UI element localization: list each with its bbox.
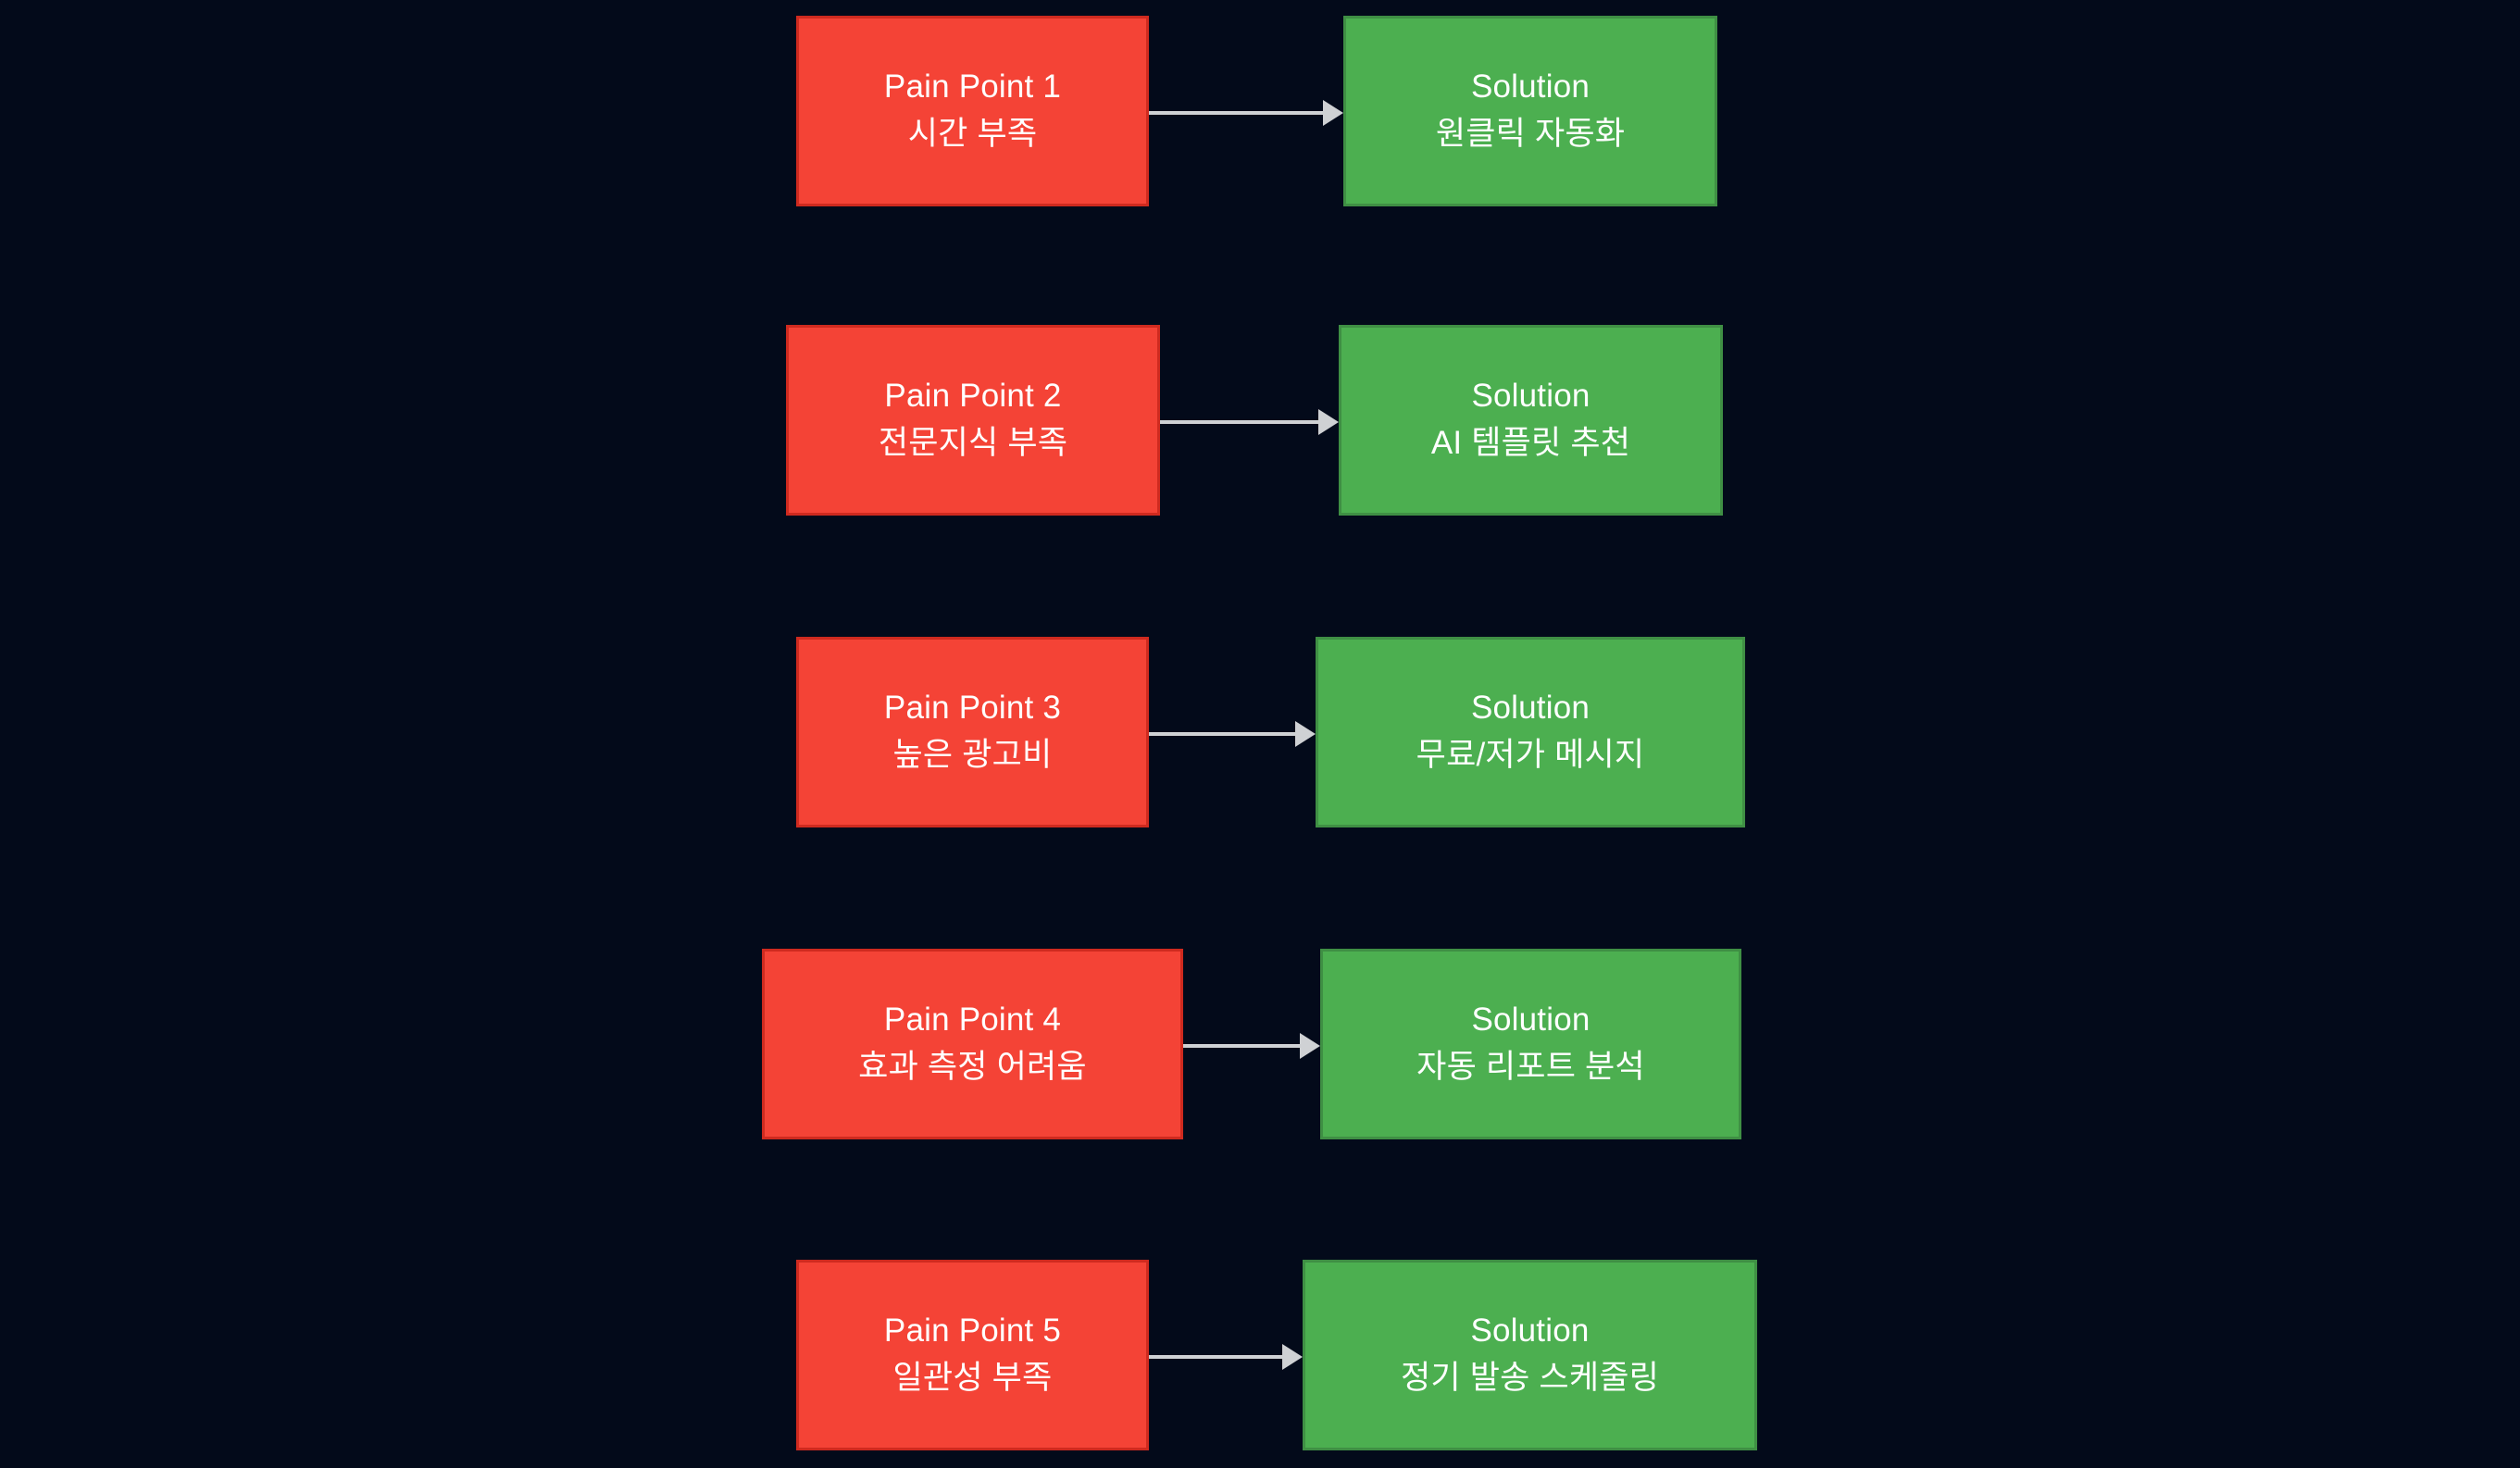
pain-point-detail-3: 높은 광고비 — [892, 737, 1053, 773]
solution-node-5[interactable]: Solution 정기 발송 스케줄링 — [1303, 1260, 1757, 1450]
solution-title-1: Solution — [1470, 68, 1591, 106]
pain-point-node-2[interactable]: Pain Point 2 전문지식 부족 — [786, 325, 1160, 516]
pain-point-detail-1: 시간 부족 — [907, 116, 1038, 152]
pain-point-detail-2: 전문지식 부족 — [878, 425, 1068, 461]
pain-point-title-5: Pain Point 5 — [883, 1312, 1062, 1350]
arrow-shaft-4 — [1183, 1044, 1300, 1048]
arrow-shaft-2 — [1160, 420, 1318, 424]
solution-detail-1: 원클릭 자동화 — [1435, 116, 1626, 152]
pain-point-title-1: Pain Point 1 — [883, 68, 1062, 106]
solution-node-1[interactable]: Solution 원클릭 자동화 — [1343, 16, 1717, 206]
arrow-head-2 — [1318, 409, 1339, 435]
solution-detail-4: 자동 리포트 분석 — [1416, 1049, 1645, 1085]
arrow-shaft-3 — [1149, 732, 1295, 736]
pain-point-node-1[interactable]: Pain Point 1 시간 부족 — [796, 16, 1149, 206]
pain-point-title-3: Pain Point 3 — [883, 690, 1062, 727]
pain-point-node-3[interactable]: Pain Point 3 높은 광고비 — [796, 637, 1149, 827]
pain-point-node-4[interactable]: Pain Point 4 효과 측정 어려움 — [762, 949, 1183, 1139]
solution-title-2: Solution — [1471, 378, 1591, 415]
arrow-head-4 — [1300, 1033, 1320, 1059]
pain-point-title-2: Pain Point 2 — [884, 378, 1062, 415]
solution-detail-2: AI 템플릿 추천 — [1430, 425, 1631, 461]
pain-point-detail-4: 효과 측정 어려움 — [858, 1049, 1087, 1085]
solution-node-3[interactable]: Solution 무료/저가 메시지 — [1316, 637, 1745, 827]
arrow-head-5 — [1282, 1344, 1303, 1370]
arrow-shaft-1 — [1149, 111, 1323, 115]
solution-detail-3: 무료/저가 메시지 — [1416, 737, 1645, 773]
solution-title-5: Solution — [1470, 1312, 1590, 1350]
pain-point-node-5[interactable]: Pain Point 5 일관성 부족 — [796, 1260, 1149, 1450]
solution-detail-5: 정기 발송 스케줄링 — [1400, 1360, 1660, 1396]
arrow-head-1 — [1323, 100, 1343, 126]
arrow-shaft-5 — [1149, 1355, 1282, 1359]
solution-title-4: Solution — [1471, 1001, 1591, 1039]
arrow-head-3 — [1295, 721, 1316, 747]
solution-node-4[interactable]: Solution 자동 리포트 분석 — [1320, 949, 1741, 1139]
pain-point-title-4: Pain Point 4 — [883, 1001, 1062, 1039]
pain-point-detail-5: 일관성 부족 — [892, 1360, 1053, 1396]
solution-title-3: Solution — [1470, 690, 1591, 727]
solution-node-2[interactable]: Solution AI 템플릿 추천 — [1339, 325, 1723, 516]
